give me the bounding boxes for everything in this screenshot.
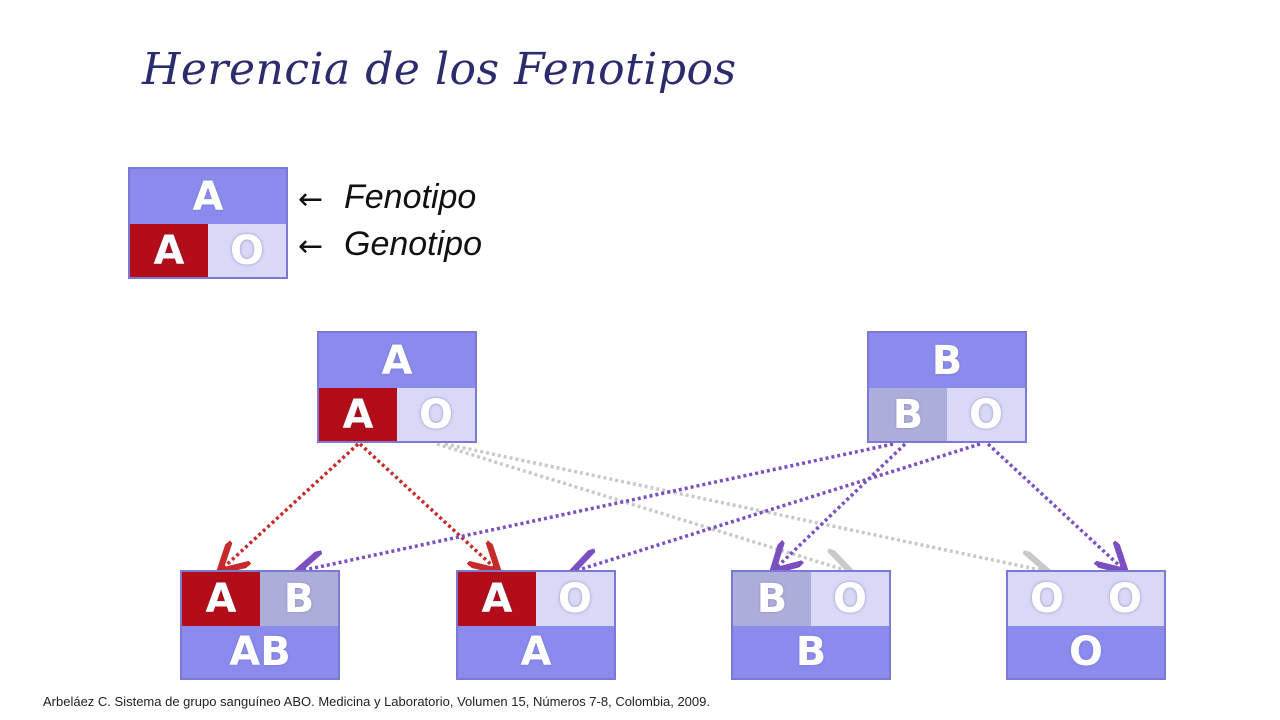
- arrow-parent2-b-to-child3: [775, 442, 907, 569]
- parent-2-phenotype: B: [869, 333, 1025, 388]
- arrow-parent2-o-to-child4: [986, 442, 1123, 569]
- parent-1-allele-1: A: [319, 388, 397, 441]
- arrow-parent1-a-to-child1: [222, 442, 360, 569]
- child-4-phenotype: O: [1008, 626, 1164, 678]
- arrow-parent1-o-to-child3: [436, 442, 848, 571]
- child-2-phenotype: A: [458, 626, 614, 678]
- child-2-allele-2: O: [536, 572, 614, 626]
- child-1-box: A B AB: [180, 570, 340, 680]
- child-4-allele-1: O: [1008, 572, 1086, 626]
- parent-2-box: B B O: [867, 331, 1027, 443]
- arrow-parent2-o-to-child2: [575, 442, 981, 571]
- child-3-allele-2: O: [811, 572, 889, 626]
- child-1-allele-1: A: [182, 572, 260, 626]
- parent-1-phenotype: A: [319, 333, 475, 388]
- child-2-box: A O A: [456, 570, 616, 680]
- parent-1-box: A A O: [317, 331, 477, 443]
- left-arrow-icon: ←: [298, 182, 324, 217]
- child-4-box: O O O: [1006, 570, 1166, 680]
- parent-2-allele-2: O: [947, 388, 1025, 441]
- child-1-allele-2: B: [260, 572, 338, 626]
- phenotype-label: Fenotipo: [344, 178, 477, 216]
- page-title: Herencia de los Fenotipos: [142, 44, 737, 95]
- left-arrow-icon: ←: [298, 229, 324, 264]
- arrow-parent2-b-to-child1: [300, 442, 894, 571]
- child-4-allele-2: O: [1086, 572, 1164, 626]
- child-3-box: B O B: [731, 570, 891, 680]
- legend-box: A A O: [128, 167, 288, 279]
- legend-phenotype: A: [130, 169, 286, 224]
- parent-1-allele-2: O: [397, 388, 475, 441]
- arrow-parent1-a-to-child2: [358, 442, 496, 569]
- legend-allele-2: O: [208, 224, 286, 277]
- arrow-parent1-o-to-child4: [444, 442, 1045, 571]
- child-3-allele-1: B: [733, 572, 811, 626]
- child-1-phenotype: AB: [182, 626, 338, 678]
- genotype-label: Genotipo: [344, 225, 482, 263]
- parent-2-allele-1: B: [869, 388, 947, 441]
- legend-allele-1: A: [130, 224, 208, 277]
- child-2-allele-1: A: [458, 572, 536, 626]
- citation: Arbeláez C. Sistema de grupo sanguíneo A…: [43, 694, 710, 709]
- child-3-phenotype: B: [733, 626, 889, 678]
